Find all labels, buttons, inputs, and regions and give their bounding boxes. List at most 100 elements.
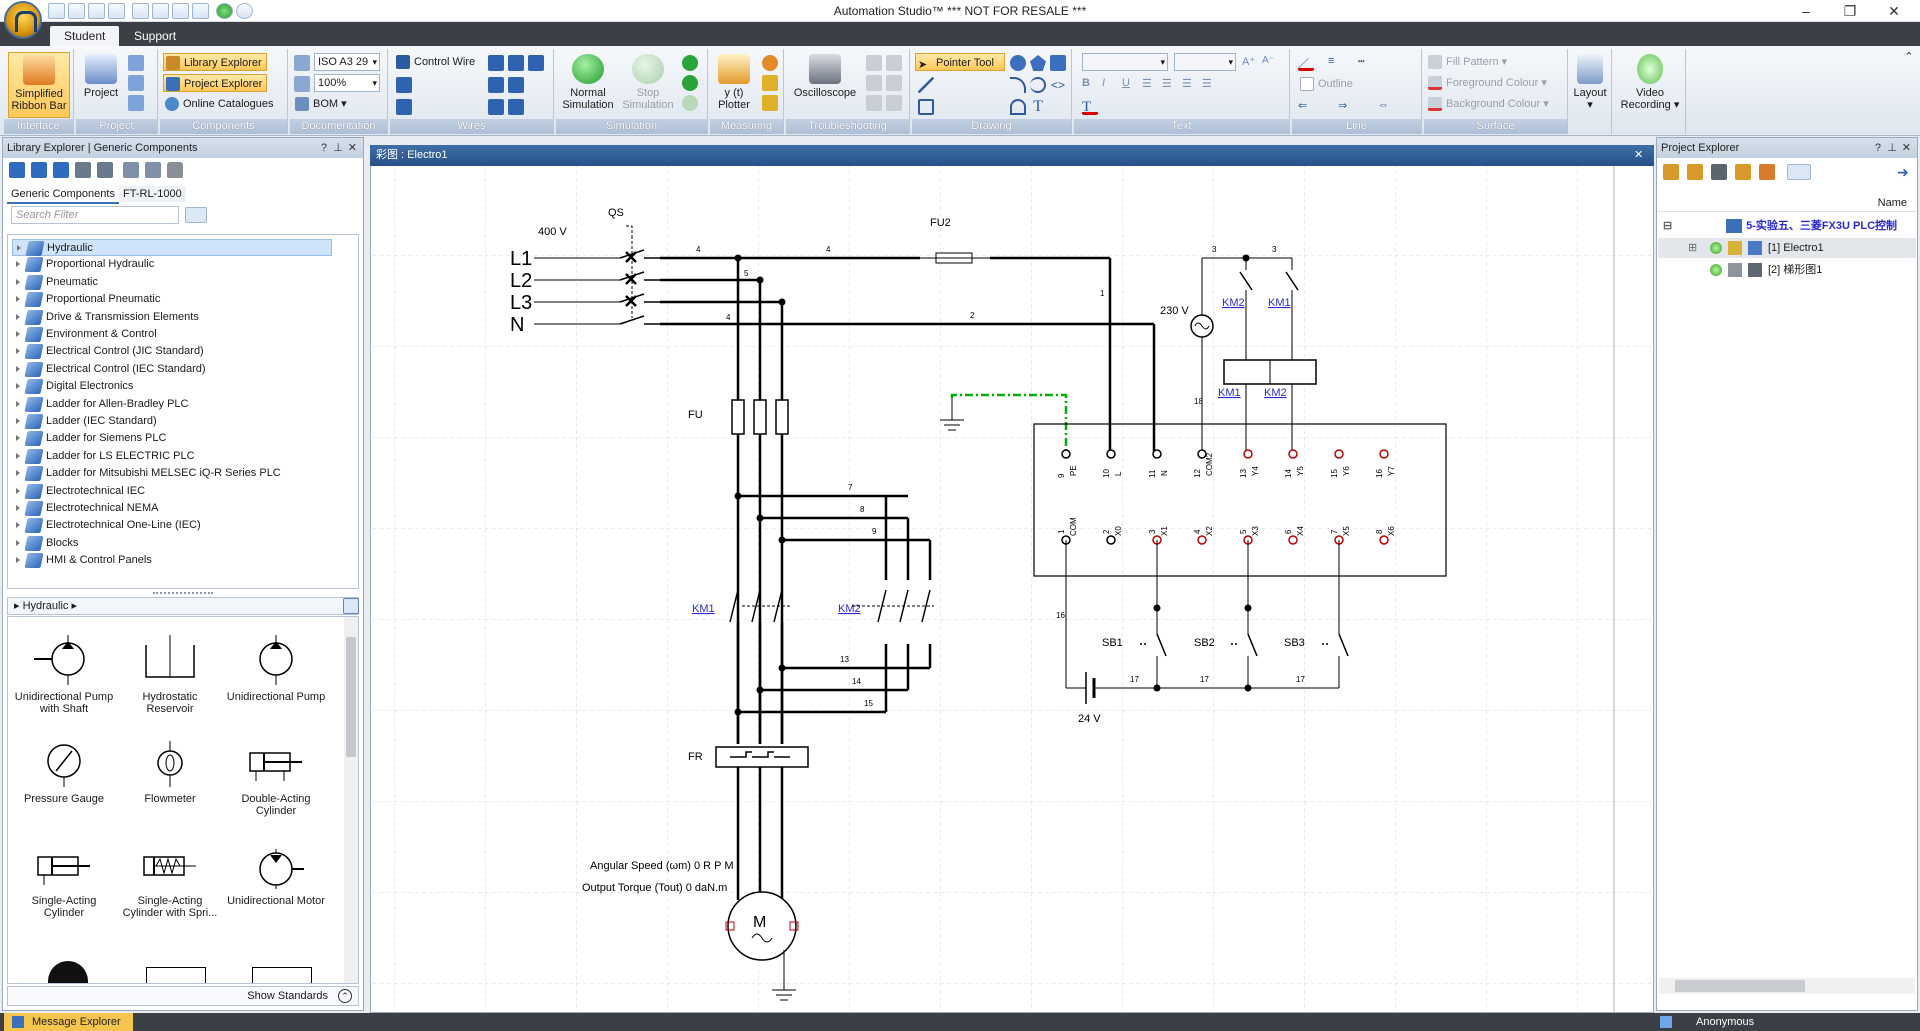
- plc-input-terminal[interactable]: [1288, 535, 1298, 545]
- app-logo-icon[interactable]: [4, 1, 42, 39]
- motor-terminal-right[interactable]: [789, 921, 799, 931]
- lib-tool-4-icon[interactable]: [75, 162, 91, 178]
- wire-tool-3-icon[interactable]: [528, 55, 544, 71]
- outline-checkbox[interactable]: Outline: [1298, 75, 1353, 93]
- arrow-both-icon[interactable]: ⇔: [1378, 99, 1389, 111]
- align-right-icon[interactable]: ☰: [1182, 78, 1192, 90]
- tab-support[interactable]: Support: [134, 29, 177, 43]
- expand-arrow-icon[interactable]: [17, 245, 21, 251]
- measure-1-icon[interactable]: [762, 55, 778, 71]
- stop-simulation-button[interactable]: Stop Simulation: [618, 52, 678, 114]
- plc-output-terminal[interactable]: [1379, 449, 1389, 459]
- trouble-3-icon[interactable]: [866, 75, 882, 91]
- expand-arrow-icon[interactable]: [16, 539, 20, 546]
- text-color-icon[interactable]: T: [1082, 99, 1098, 115]
- push-buttons[interactable]: [1140, 633, 1349, 657]
- expand-arrow-icon[interactable]: [16, 261, 20, 268]
- background-colour-button[interactable]: Background Colour ▾: [1426, 95, 1549, 113]
- wire-tool-7-icon[interactable]: [396, 99, 412, 115]
- shape-icon[interactable]: [1010, 99, 1026, 115]
- show-standards-button[interactable]: ⌃: [338, 989, 352, 1003]
- breadcrumb[interactable]: ▸ Hydraulic ▸: [7, 597, 359, 615]
- view-options-icon[interactable]: [185, 207, 207, 223]
- trouble-1-icon[interactable]: [866, 55, 882, 71]
- project-icon-3[interactable]: [128, 95, 144, 111]
- expand-arrow-icon[interactable]: [16, 331, 20, 337]
- font-size-select[interactable]: [1174, 53, 1236, 71]
- plc-module[interactable]: [1033, 423, 1447, 577]
- sb1-label[interactable]: SB1: [1102, 637, 1123, 649]
- redo-dropdown-icon[interactable]: [192, 3, 209, 19]
- print-icon[interactable]: [108, 3, 125, 19]
- qs-switch[interactable]: [619, 225, 660, 325]
- library-tree-item[interactable]: Ladder for Siemens PLC: [12, 430, 332, 447]
- justify-icon[interactable]: ☰: [1202, 78, 1212, 90]
- component-unidirectional-pump-shaft[interactable]: Unidirectional Pump with Shaft: [14, 635, 114, 715]
- wire-tool-6-icon[interactable]: [508, 77, 524, 93]
- plc-output-terminal[interactable]: [1334, 449, 1344, 459]
- fill-pattern-button[interactable]: Fill Pattern ▾: [1426, 53, 1507, 71]
- component-pressure-gauge[interactable]: Pressure Gauge: [14, 741, 114, 805]
- motor-circle[interactable]: [727, 891, 797, 961]
- trouble-6-icon[interactable]: [886, 95, 902, 111]
- collapse-icon[interactable]: ⊟: [1663, 220, 1673, 232]
- library-tree-item[interactable]: Ladder (IEC Standard): [12, 413, 332, 430]
- plotter-button[interactable]: y (t) Plotter: [712, 52, 756, 114]
- plc-input-terminal[interactable]: [1379, 535, 1389, 545]
- project-icon-2[interactable]: [128, 75, 144, 91]
- bom-button[interactable]: BOM ▾: [293, 95, 347, 113]
- library-tree-item[interactable]: Proportional Hydraulic: [12, 256, 332, 273]
- proj-view-icon[interactable]: [1787, 164, 1811, 180]
- plc-input-terminal[interactable]: [1106, 535, 1116, 545]
- plc-output-terminal[interactable]: [1106, 449, 1116, 459]
- plc-output-terminal[interactable]: [1288, 449, 1298, 459]
- expand-arrow-icon[interactable]: [16, 418, 20, 424]
- expand-arrow-icon[interactable]: [16, 505, 20, 511]
- library-tree-item[interactable]: Proportional Pneumatic: [12, 291, 332, 308]
- tab-generic-components[interactable]: Generic Components: [7, 186, 119, 204]
- project-item-electro1[interactable]: ⊞ [1] Electro1: [1658, 238, 1916, 258]
- sb3-label[interactable]: SB3: [1284, 637, 1305, 649]
- electrical-schematic[interactable]: 400 V L1 L2 L3 N QS FU2 FU KM1: [370, 166, 1654, 1012]
- ellipse-icon[interactable]: [1010, 55, 1026, 71]
- km1-coil-label[interactable]: KM1: [1218, 387, 1241, 399]
- line-color-icon[interactable]: ／: [1298, 55, 1314, 71]
- wire-tool-5-icon[interactable]: [488, 77, 504, 93]
- component-unidirectional-pump[interactable]: Unidirectional Pump: [226, 635, 326, 703]
- project-hscroll-thumb[interactable]: [1675, 980, 1805, 992]
- normal-simulation-button[interactable]: Normal Simulation: [558, 52, 618, 114]
- open-icon[interactable]: [68, 3, 85, 19]
- project-item-ladder[interactable]: [2] 梯形图1: [1658, 260, 1916, 280]
- online-catalogues-button[interactable]: Online Catalogues: [163, 95, 274, 113]
- fu-fuses[interactable]: [731, 399, 789, 435]
- image-icon[interactable]: [1050, 55, 1066, 71]
- component-double-acting-cylinder[interactable]: Double-Acting Cylinder: [226, 741, 326, 817]
- component-single-acting-cylinder[interactable]: Single-Acting Cylinder: [14, 849, 114, 919]
- align-center-icon[interactable]: ☰: [1162, 78, 1172, 90]
- expand-arrow-icon[interactable]: [16, 278, 20, 285]
- fr-overload[interactable]: [715, 746, 809, 768]
- project-explorer-button[interactable]: Project Explorer: [163, 74, 267, 92]
- library-tree-item[interactable]: Electrical Control (IEC Standard): [12, 361, 332, 378]
- expand-arrow-icon[interactable]: [16, 365, 20, 372]
- pointer-tool-button[interactable]: ➤Pointer Tool: [915, 53, 1005, 71]
- line-width-icon[interactable]: ≡: [1328, 55, 1335, 67]
- search-input[interactable]: Search Filter: [11, 206, 179, 224]
- proj-tool-2-icon[interactable]: [1687, 164, 1703, 180]
- close-button[interactable]: ✕: [1888, 3, 1900, 19]
- component-partial-2[interactable]: [146, 967, 206, 983]
- plc-output-terminal[interactable]: [1152, 449, 1162, 459]
- slow-simulation-icon[interactable]: [682, 75, 698, 91]
- motor-terminal-left[interactable]: [725, 921, 735, 931]
- project-help-icon[interactable]: ?: [1874, 142, 1881, 154]
- layout-button[interactable]: Layout▾: [1572, 52, 1608, 128]
- proj-tool-3-icon[interactable]: [1711, 164, 1727, 180]
- expand-arrow-icon[interactable]: [16, 557, 20, 564]
- expand-arrow-icon[interactable]: [16, 487, 20, 494]
- battery-24v[interactable]: [1085, 672, 1096, 704]
- new-icon[interactable]: [48, 3, 65, 19]
- shrink-font-icon[interactable]: A⁻: [1262, 55, 1274, 66]
- proj-arrow-icon[interactable]: ➜: [1897, 164, 1909, 180]
- plc-output-terminal[interactable]: [1243, 449, 1253, 459]
- component-flowmeter[interactable]: Flowmeter: [120, 741, 220, 805]
